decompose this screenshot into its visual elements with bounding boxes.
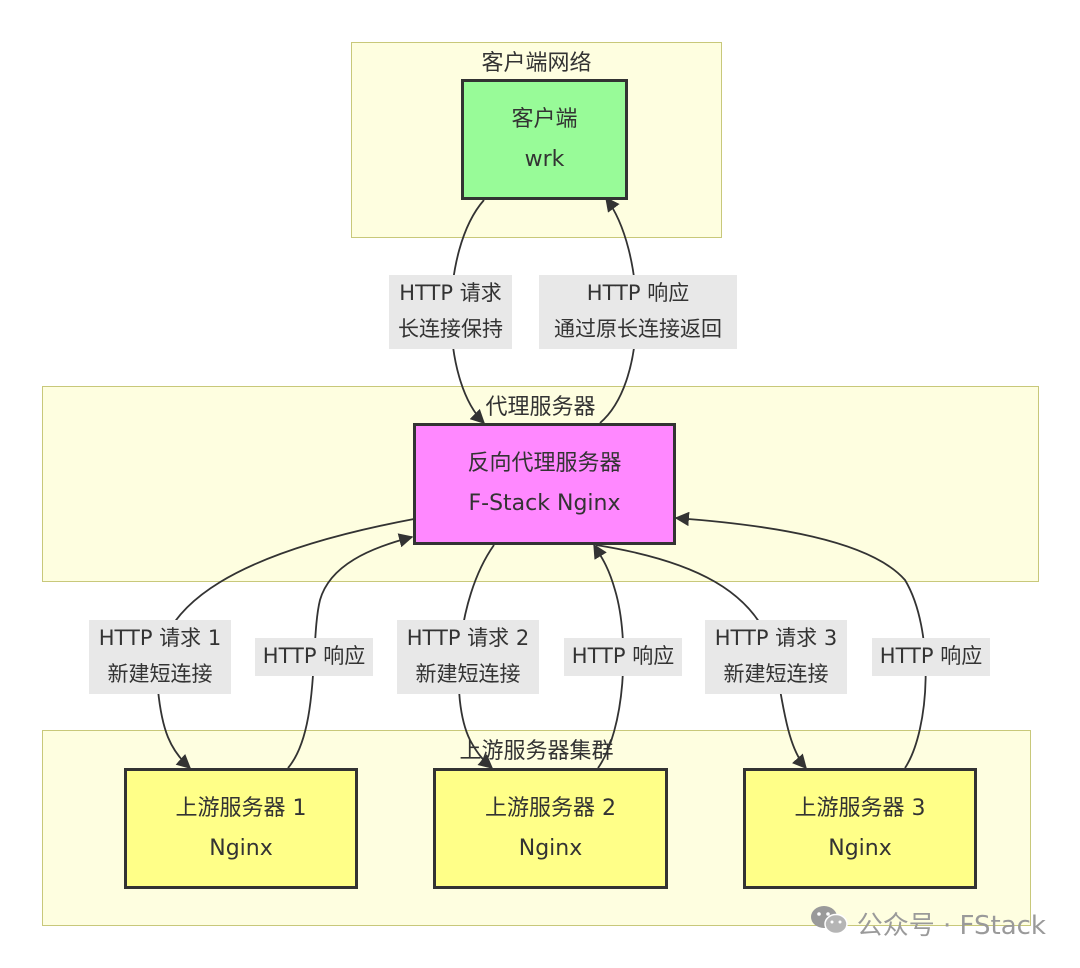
- edge-label-line: 新建短连接: [107, 662, 213, 686]
- edge-label-upstream2-response: HTTP 响应: [564, 638, 682, 676]
- proxy-node-subtitle: F-Stack Nginx: [468, 491, 621, 516]
- edge-label-client-request: HTTP 请求 长连接保持: [389, 275, 512, 349]
- edge-label-line: HTTP 响应: [571, 644, 675, 668]
- edge-label-line: HTTP 请求 3: [714, 626, 838, 650]
- edge-label-line: HTTP 响应: [586, 281, 690, 305]
- edge-upstream3-response: [674, 511, 927, 769]
- upstream1-node-subtitle: Nginx: [209, 835, 273, 861]
- proxy-cluster-title: 代理服务器: [485, 395, 596, 420]
- watermark-text: 公众号 · FStack: [856, 911, 1046, 941]
- client-node-subtitle: wrk: [524, 146, 565, 172]
- edge-label-line: HTTP 请求 1: [98, 626, 222, 650]
- watermark: 公众号 · FStack: [809, 904, 1046, 943]
- proxy-node-title: 反向代理服务器: [467, 451, 622, 476]
- edge-label-line: 长连接保持: [398, 317, 503, 341]
- upstream3-node: 上游服务器 3 Nginx: [743, 768, 977, 889]
- upstream1-node: 上游服务器 1 Nginx: [124, 768, 358, 889]
- edge-label-upstream3-request: HTTP 请求 3 新建短连接: [705, 620, 847, 694]
- edge-label-upstream2-request: HTTP 请求 2 新建短连接: [397, 620, 539, 694]
- upstream2-node-subtitle: Nginx: [518, 835, 583, 861]
- client-node-title: 客户端: [511, 106, 578, 132]
- client-network-cluster-title: 客户端网络: [481, 51, 592, 76]
- upstream1-node-title: 上游服务器 1: [175, 795, 307, 821]
- edge-upstream1-response: [287, 533, 414, 769]
- client-node: 客户端 wrk: [461, 79, 628, 200]
- edge-upstream2-response: [593, 543, 625, 769]
- upstream2-node: 上游服务器 2 Nginx: [433, 768, 668, 889]
- edge-label-line: HTTP 响应: [879, 644, 983, 668]
- edge-label-line: 通过原长连接返回: [554, 317, 722, 341]
- upstream3-node-subtitle: Nginx: [828, 835, 892, 861]
- edge-label-line: HTTP 请求 2: [406, 626, 530, 650]
- edge-label-line: 新建短连接: [415, 662, 521, 686]
- edge-label-client-response: HTTP 响应 通过原长连接返回: [539, 275, 737, 349]
- edge-label-upstream3-response: HTTP 响应: [872, 638, 990, 676]
- edge-label-upstream1-request: HTTP 请求 1 新建短连接: [89, 620, 231, 694]
- edge-label-upstream1-response: HTTP 响应: [255, 638, 373, 676]
- edge-label-line: HTTP 请求: [399, 281, 502, 305]
- upstream2-node-title: 上游服务器 2: [485, 795, 616, 821]
- proxy-node: 反向代理服务器 F-Stack Nginx: [413, 423, 676, 545]
- edge-upstream2-request: [457, 544, 495, 769]
- upstream3-node-title: 上游服务器 3: [794, 795, 926, 821]
- edge-label-line: 新建短连接: [723, 662, 829, 686]
- wechat-icon: [809, 904, 849, 943]
- edge-label-line: HTTP 响应: [262, 644, 366, 668]
